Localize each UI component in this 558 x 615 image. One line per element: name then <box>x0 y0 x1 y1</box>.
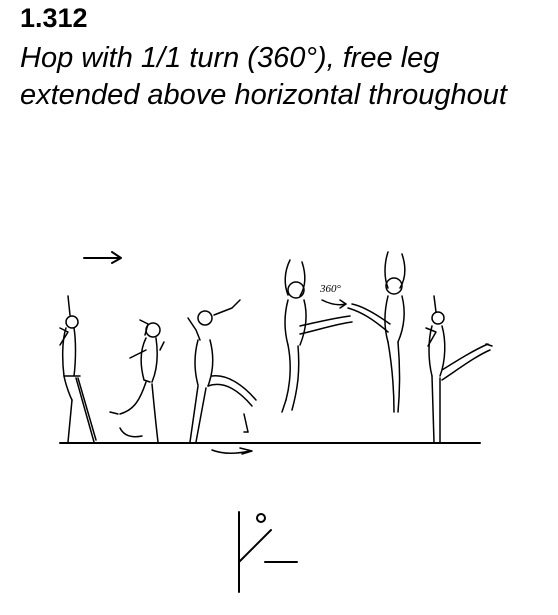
gymnast-figure-icon <box>59 295 97 443</box>
element-code: 1.312 <box>20 3 88 33</box>
hop-turn-symbol-icon <box>238 511 298 593</box>
gymnast-figure-icon: 360° <box>281 259 353 413</box>
gymnast-figure-icon <box>187 299 257 455</box>
gymnast-figure-icon <box>109 319 165 443</box>
gymnast-figure-icon <box>347 251 406 413</box>
element-illustration: 360° <box>59 251 493 455</box>
element-description: Hop with 1/1 turn (360°), free leg exten… <box>20 42 507 111</box>
turn-label: 360° <box>319 283 342 295</box>
turn-arrow-icon <box>321 299 347 306</box>
gymnast-figure-icon <box>425 295 493 443</box>
direction-arrow-icon <box>83 251 122 264</box>
